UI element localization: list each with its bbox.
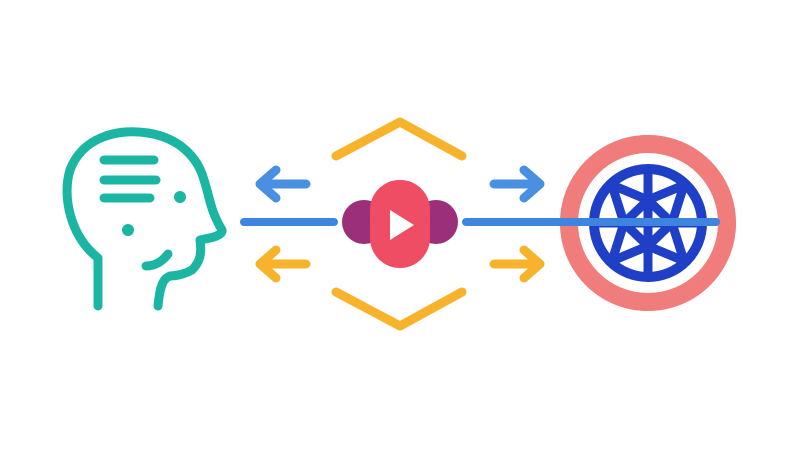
arrow-left-icon [255, 165, 311, 203]
chevron-up-icon [331, 117, 467, 161]
play-triangle-icon [390, 210, 414, 240]
arrow-right-icon [489, 165, 545, 203]
head-eye-dot [174, 191, 186, 203]
arrow-left-orange-icon [255, 245, 311, 283]
cloud-play-icon [342, 180, 458, 268]
head-icon [62, 127, 227, 311]
arrow-right-orange-icon [489, 245, 545, 283]
chevron-down-icon [331, 287, 467, 331]
head-outline [62, 127, 227, 311]
head-jaw-line [141, 249, 173, 271]
play-button-bottom [370, 208, 430, 268]
head-dot-small [122, 224, 134, 236]
